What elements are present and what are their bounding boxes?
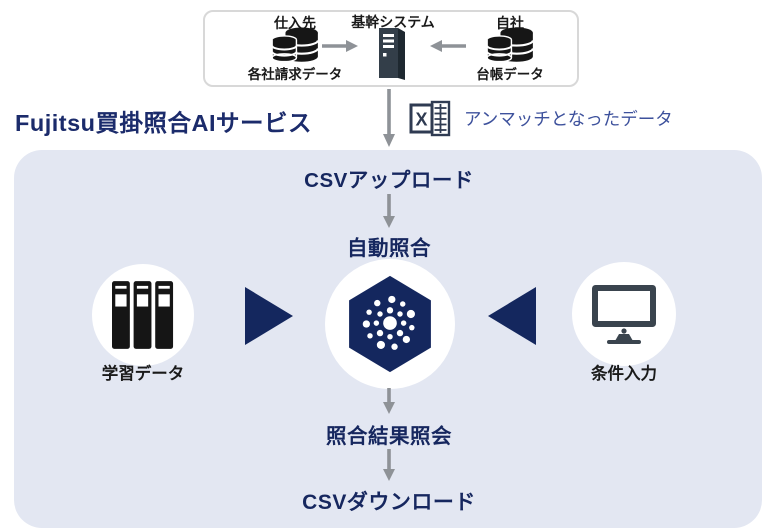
arrow-right-icon — [322, 40, 358, 52]
matching-result-step: 照合結果照会 — [326, 425, 452, 448]
triangle-right-icon — [245, 287, 293, 345]
server-icon — [376, 26, 410, 82]
csv-upload-step: CSVアップロード — [304, 169, 474, 192]
triangle-left-icon — [488, 287, 536, 345]
supplier-data-label: 各社請求データ — [247, 67, 343, 82]
auto-matching-step: 自動照合 — [347, 237, 431, 260]
own-company-data-label: 台帳データ — [476, 67, 544, 82]
arrow-down-icon — [383, 89, 395, 147]
condition-input-label: 条件入力 — [591, 365, 657, 383]
books-icon — [112, 281, 174, 349]
condition-input-circle — [572, 262, 676, 366]
service-title: Fujitsu買掛照合AIサービス — [15, 110, 313, 136]
excel-icon: X — [409, 99, 455, 139]
arrow-down-icon — [383, 449, 395, 481]
database-icon — [271, 27, 319, 67]
arrow-down-icon — [383, 388, 395, 414]
arrow-left-icon — [430, 40, 466, 52]
core-system-title: 基幹システム — [351, 14, 435, 30]
learning-data-label: 学習データ — [101, 365, 185, 383]
supplier-title: 仕入先 — [274, 15, 316, 31]
monitor-icon — [591, 284, 657, 344]
excel-letter: X — [415, 110, 427, 130]
csv-download-step: CSVダウンロード — [302, 491, 476, 514]
unmatched-data-label: アンマッチとなったデータ — [464, 109, 673, 129]
ai-hexagon-icon — [344, 274, 436, 374]
database-icon — [486, 27, 534, 67]
ai-matching-circle — [325, 259, 455, 389]
own-company-title: 自社 — [496, 15, 524, 31]
arrow-down-icon — [383, 194, 395, 228]
learning-data-circle — [92, 264, 194, 366]
